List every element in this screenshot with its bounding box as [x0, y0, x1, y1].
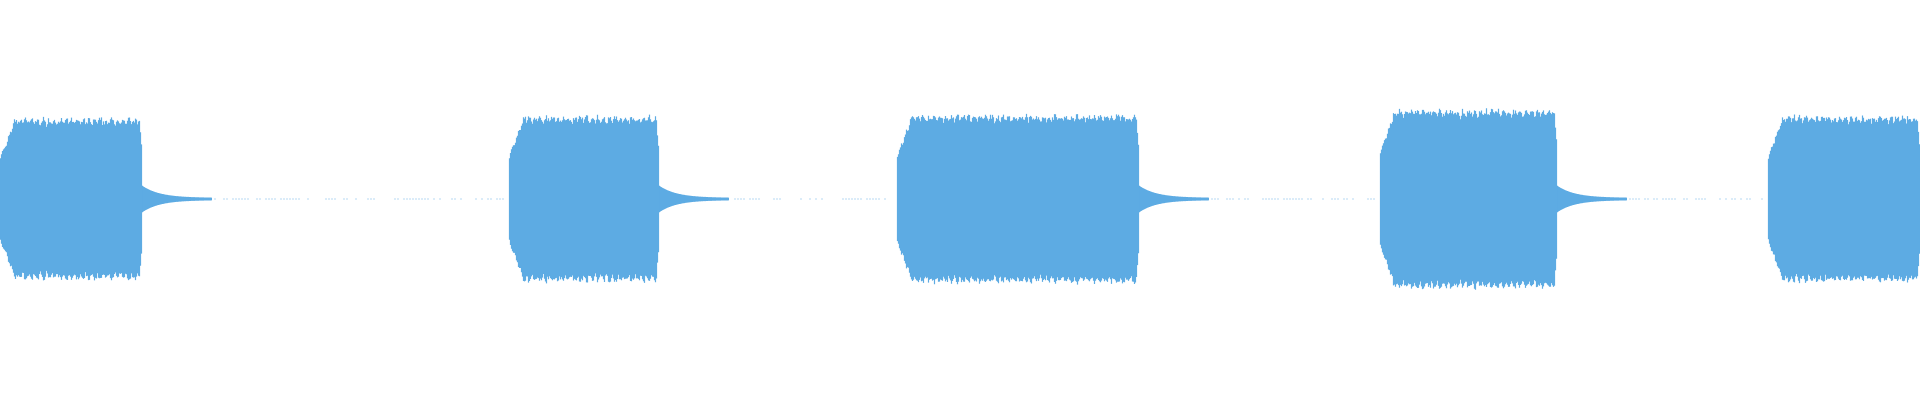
- waveform-burst-5: [1767, 114, 1920, 284]
- waveform-burst-2: [508, 114, 660, 284]
- waveform-decay-3: [1139, 185, 1209, 213]
- waveform-decay-1: [142, 185, 212, 213]
- waveform-silence: [214, 198, 1763, 200]
- waveform-burst-4: [1379, 108, 1558, 290]
- waveform-decay-4: [1557, 185, 1627, 213]
- waveform-burst-1: [0, 116, 143, 281]
- waveform-burst-3: [896, 113, 1140, 285]
- waveform-channel: [0, 108, 1920, 290]
- waveform-decay-2: [659, 185, 729, 213]
